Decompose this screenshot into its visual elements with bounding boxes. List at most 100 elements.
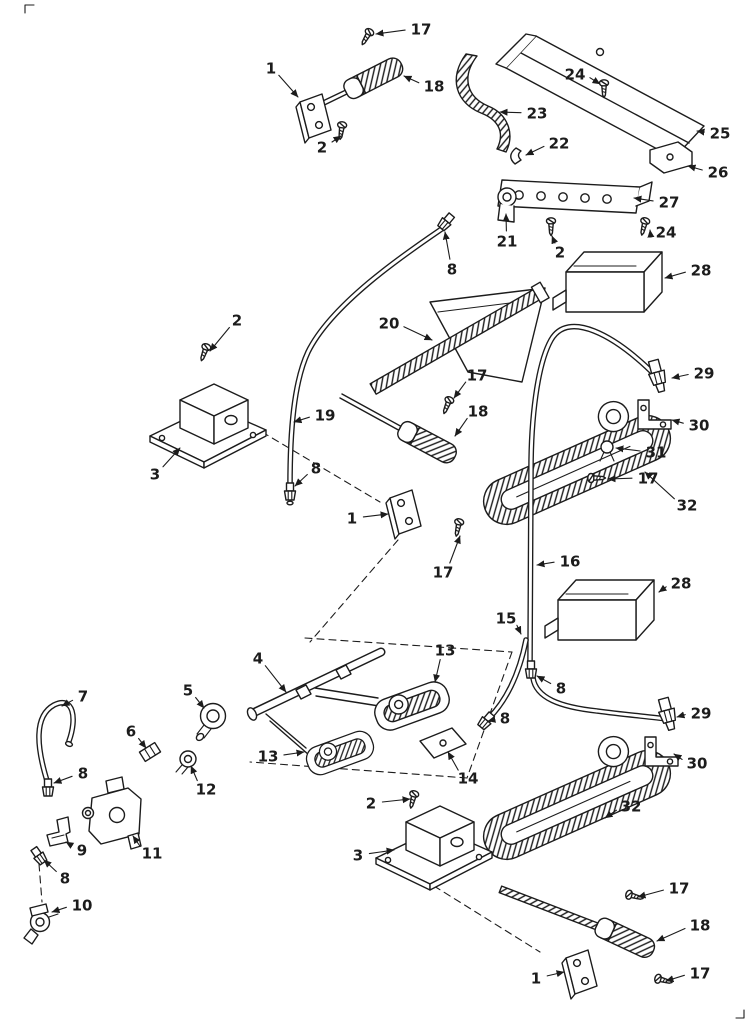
pressure-regulator-11 — [81, 776, 142, 850]
supply-tube-7 — [36, 700, 76, 797]
callout-label-26: 26 — [708, 164, 729, 182]
igniter-18-top — [340, 54, 407, 102]
callout-8: 8 — [536, 675, 566, 698]
callout-22: 22 — [525, 135, 570, 156]
callout-label-22: 22 — [549, 135, 570, 153]
callout-14: 14 — [447, 751, 479, 788]
control-box-3-bottom — [375, 805, 493, 891]
screw-2-left — [196, 341, 213, 363]
igniter-18-bottom — [592, 915, 659, 961]
manifold-assembly-4 — [246, 647, 386, 721]
callout-label-10: 10 — [72, 897, 93, 915]
callout-label-18: 18 — [690, 917, 711, 935]
callout-16: 16 — [536, 553, 580, 571]
callout-2: 2 — [551, 235, 565, 262]
callout-8: 8 — [442, 231, 457, 279]
callout-25: 25 — [696, 125, 730, 143]
callout-label-24: 24 — [656, 224, 677, 242]
callout-3: 3 — [150, 447, 181, 484]
top-support-panel — [495, 33, 705, 159]
callout-28: 28 — [664, 262, 711, 280]
callout-10: 10 — [51, 897, 93, 915]
callout-8: 8 — [487, 710, 510, 728]
screw-24-right — [636, 216, 652, 237]
callout-17: 17 — [375, 21, 432, 39]
callout-label-9: 9 — [77, 842, 87, 860]
igniter-assembly-top — [295, 26, 407, 144]
screw-2-top — [334, 120, 348, 141]
callout-8: 8 — [294, 460, 321, 487]
callout-label-6: 6 — [126, 723, 136, 741]
screw-2-mid — [545, 217, 557, 237]
callout-1: 1 — [266, 60, 299, 98]
callout-27: 27 — [633, 194, 680, 212]
flame-spreader-20 — [369, 281, 550, 395]
callout-5: 5 — [183, 682, 205, 709]
callout-label-1: 1 — [531, 970, 541, 988]
callout-18: 18 — [656, 917, 711, 942]
callout-29: 29 — [676, 705, 712, 723]
callout-label-21: 21 — [497, 233, 518, 251]
callout-label-18: 18 — [468, 403, 489, 421]
burner-bracket-30-bottom — [644, 736, 679, 767]
burner-bracket-30-top — [637, 399, 672, 430]
callout-30: 30 — [673, 753, 707, 773]
callout-label-3: 3 — [150, 466, 160, 484]
callout-label-2: 2 — [555, 244, 565, 262]
callout-label-13: 13 — [258, 748, 279, 766]
callout-label-19: 19 — [315, 407, 336, 425]
callout-32: 32 — [604, 798, 641, 819]
orifice-12 — [175, 750, 197, 775]
callout-12: 12 — [190, 765, 217, 799]
callout-label-12: 12 — [196, 781, 217, 799]
callout-17: 17 — [433, 535, 461, 582]
callout-label-3: 3 — [353, 847, 363, 865]
spark-module-bottom — [544, 579, 655, 641]
callout-20: 20 — [379, 315, 433, 341]
callout-6: 6 — [126, 723, 147, 749]
callout-label-8: 8 — [447, 261, 457, 279]
callout-label-1: 1 — [266, 60, 276, 78]
callout-label-30: 30 — [689, 417, 710, 435]
callout-32: 32 — [644, 471, 698, 515]
callout-label-8: 8 — [78, 765, 88, 783]
callout-2: 2 — [209, 312, 242, 352]
callout-17: 17 — [637, 880, 690, 899]
gas-tube-19 — [283, 210, 457, 506]
union-fitting-8 — [524, 660, 538, 679]
callout-label-17: 17 — [411, 21, 432, 39]
curved-bracket-23 — [455, 53, 511, 153]
callout-label-17: 17 — [638, 470, 659, 488]
callout-2: 2 — [317, 135, 342, 157]
callout-label-29: 29 — [694, 365, 715, 383]
callout-label-17: 17 — [690, 965, 711, 983]
callout-label-14: 14 — [458, 770, 479, 788]
fitting-8-tube7 — [41, 778, 55, 797]
callout-1: 1 — [347, 510, 389, 528]
callout-7: 7 — [61, 688, 88, 707]
callout-label-27: 27 — [659, 194, 680, 212]
callout-21: 21 — [497, 213, 518, 251]
orifice-holder-5 — [195, 702, 227, 742]
screw-17-top — [357, 26, 376, 48]
elbow-fitting-29-top — [644, 357, 671, 395]
callout-label-2: 2 — [232, 312, 242, 330]
callout-label-1: 1 — [347, 510, 357, 528]
callout-label-29: 29 — [691, 705, 712, 723]
callout-29: 29 — [671, 365, 715, 383]
callout-label-7: 7 — [78, 688, 88, 706]
gas-tube-15 — [530, 675, 669, 722]
callout-4: 4 — [253, 650, 287, 693]
callout-label-32: 32 — [677, 497, 698, 515]
callout-8: 8 — [53, 765, 88, 784]
callout-26: 26 — [687, 164, 729, 182]
spark-module-top — [552, 251, 663, 313]
fitting-6 — [138, 741, 162, 763]
callout-label-17: 17 — [669, 880, 690, 898]
igniter-assembly-bottom — [498, 885, 674, 1000]
igniter-assembly-middle — [339, 393, 465, 540]
callout-label-4: 4 — [253, 650, 263, 668]
callout-1: 1 — [531, 970, 565, 988]
